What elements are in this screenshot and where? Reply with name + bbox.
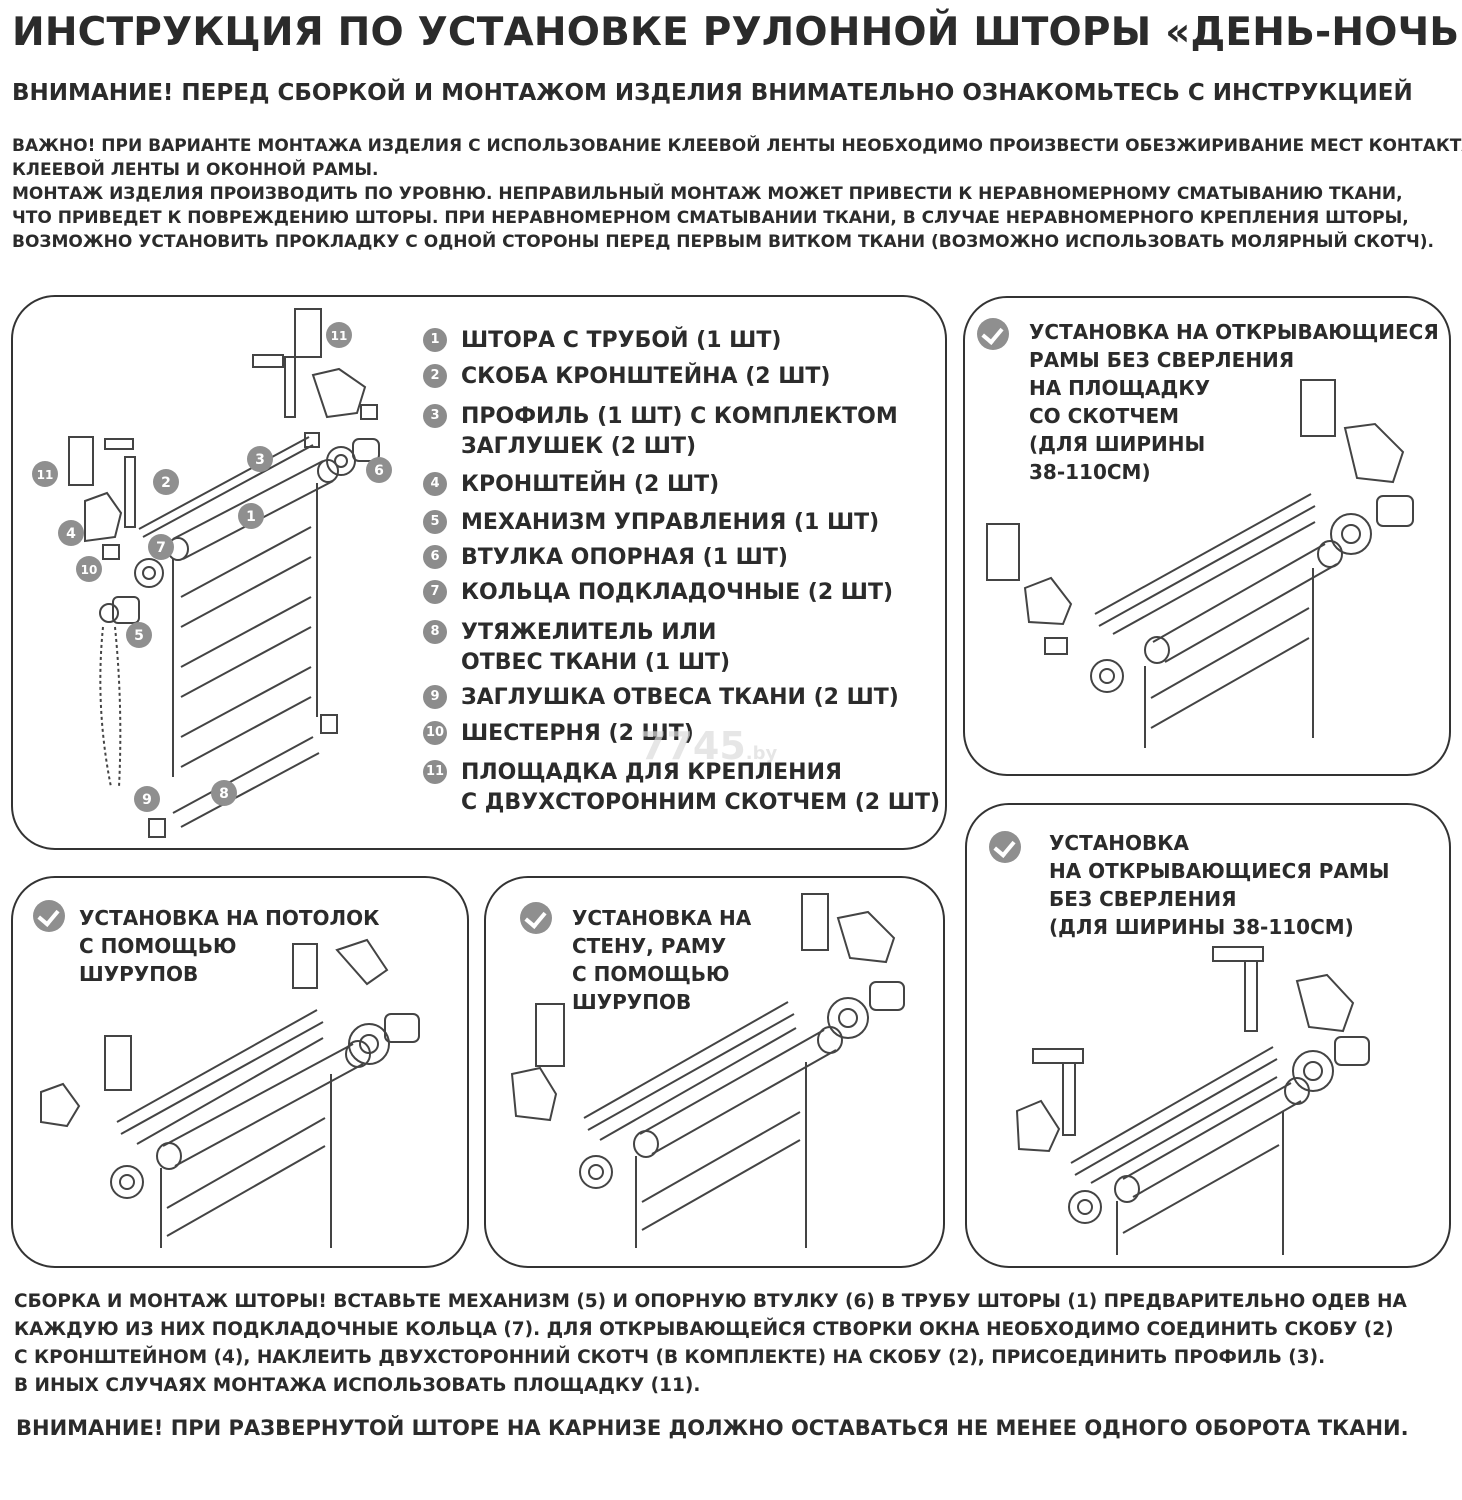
diagram-label-2: 2 xyxy=(161,475,171,491)
legend-text: ОТВЕС ТКАНИ (1 ШТ) xyxy=(461,650,731,675)
legend-number: 9 xyxy=(423,685,447,709)
page-title: ИНСТРУКЦИЯ ПО УСТАНОВКЕ РУЛОННОЙ ШТОРЫ «… xyxy=(12,10,1462,55)
legend-number: 7 xyxy=(423,580,447,604)
legend-text: ПРОФИЛЬ (1 ШТ) С КОМПЛЕКТОМ xyxy=(461,404,898,429)
warning-heading: ВНИМАНИЕ! ПЕРЕД СБОРКОЙ И МОНТАЖОМ ИЗДЕЛ… xyxy=(12,80,1413,106)
legend-text: УТЯЖЕЛИТЕЛЬ ИЛИ xyxy=(461,620,717,645)
diagram-label-11: 11 xyxy=(37,468,54,482)
footer-line: С КРОНШТЕЙНОМ (4), НАКЛЕИТЬ ДВУХСТОРОННИ… xyxy=(14,1347,1326,1368)
legend-number: 11 xyxy=(423,760,447,784)
diagram-label-1: 1 xyxy=(246,509,256,525)
legend-number: 2 xyxy=(423,364,447,388)
intro-line: ЧТО ПРИВЕДЕТ К ПОВРЕЖДЕНИЮ ШТОРЫ. ПРИ НЕ… xyxy=(12,208,1409,228)
diagram-label-7: 7 xyxy=(156,540,166,556)
parts-exploded-diagram: 1 2 3 4 5 6 7 8 9 10 11 11 xyxy=(32,308,392,838)
legend-text: КРОНШТЕЙН (2 ШТ) xyxy=(461,472,720,497)
legend-number: 5 xyxy=(423,510,447,534)
check-icon xyxy=(977,318,1009,350)
footer-line: СБОРКА И МОНТАЖ ШТОРЫ! ВСТАВЬТЕ МЕХАНИЗМ… xyxy=(14,1291,1407,1312)
diagram-label-5: 5 xyxy=(134,628,144,644)
legend-text: ВТУЛКА ОПОРНАЯ (1 ШТ) xyxy=(461,545,788,570)
legend-number: 8 xyxy=(423,620,447,644)
intro-line: ВОЗМОЖНО УСТАНОВИТЬ ПРОКЛАДКУ С ОДНОЙ СТ… xyxy=(12,232,1434,252)
intro-text: ВАЖНО! ПРИ ВАРИАНТЕ МОНТАЖА ИЗДЕЛИЯ С ИС… xyxy=(12,134,1462,254)
wall-illustration xyxy=(510,893,905,1248)
legend-number: 1 xyxy=(423,328,447,352)
diagram-label-8: 8 xyxy=(219,786,229,802)
check-icon xyxy=(33,900,65,932)
check-icon xyxy=(989,831,1021,863)
assembly-instructions: СБОРКА И МОНТАЖ ШТОРЫ! ВСТАВЬТЕ МЕХАНИЗМ… xyxy=(14,1288,1454,1400)
legend-text: ЗАГЛУШКА ОТВЕСА ТКАНИ (2 ШТ) xyxy=(461,685,899,710)
legend-number: 10 xyxy=(423,721,447,745)
frame-tape-illustration xyxy=(986,379,1414,748)
legend-text: ПЛОЩАДКА ДЛЯ КРЕПЛЕНИЯ xyxy=(461,760,842,785)
check-icon xyxy=(520,902,552,934)
diagram-label-3: 3 xyxy=(255,452,265,468)
intro-line: МОНТАЖ ИЗДЕЛИЯ ПРОИЗВОДИТЬ ПО УРОВНЮ. НЕ… xyxy=(12,184,1403,204)
legend-number: 3 xyxy=(423,404,447,428)
diagram-label-4: 4 xyxy=(66,526,76,542)
diagram-label-9: 9 xyxy=(142,792,152,808)
frame-nodrill-illustration xyxy=(1015,946,1370,1255)
legend-text: КОЛЬЦА ПОДКЛАДОЧНЫЕ (2 ШТ) xyxy=(461,580,894,605)
footer-line: В ИНЫХ СЛУЧАЯХ МОНТАЖА ИСПОЛЬЗОВАТЬ ПЛОЩ… xyxy=(14,1375,701,1396)
legend-text: ШЕСТЕРНЯ (2 ШТ) xyxy=(461,721,694,746)
diagram-label-6: 6 xyxy=(374,463,384,479)
intro-line: ВАЖНО! ПРИ ВАРИАНТЕ МОНТАЖА ИЗДЕЛИЯ С ИС… xyxy=(12,136,1462,156)
watermark: 7745.by xyxy=(640,724,778,768)
footer-line: КАЖДУЮ ИЗ НИХ ПОДКЛАДОЧНЫЕ КОЛЬЦА (7). Д… xyxy=(14,1319,1394,1340)
legend-text: ШТОРА С ТРУБОЙ (1 ШТ) xyxy=(461,328,782,353)
legend-number: 4 xyxy=(423,472,447,496)
ceiling-illustration xyxy=(40,938,420,1248)
parts-panel: 1 2 3 4 5 6 7 8 9 10 11 11 xyxy=(11,295,947,850)
legend-text: МЕХАНИЗМ УПРАВЛЕНИЯ (1 ШТ) xyxy=(461,510,880,535)
final-warning: ВНИМАНИЕ! ПРИ РАЗВЕРНУТОЙ ШТОРЕ НА КАРНИ… xyxy=(16,1416,1409,1440)
intro-line: КЛЕЕВОЙ ЛЕНТЫ И ОКОННОЙ РАМЫ. xyxy=(12,160,379,180)
diagram-label-11: 11 xyxy=(331,329,348,343)
legend-text: СКОБА КРОНШТЕЙНА (2 ШТ) xyxy=(461,364,831,389)
legend-number: 6 xyxy=(423,545,447,569)
diagram-label-10: 10 xyxy=(81,563,98,577)
legend-text: ЗАГЛУШЕК (2 ШТ) xyxy=(461,434,697,459)
legend-text: С ДВУХСТОРОННИМ СКОТЧЕМ (2 ШТ) xyxy=(461,790,941,815)
